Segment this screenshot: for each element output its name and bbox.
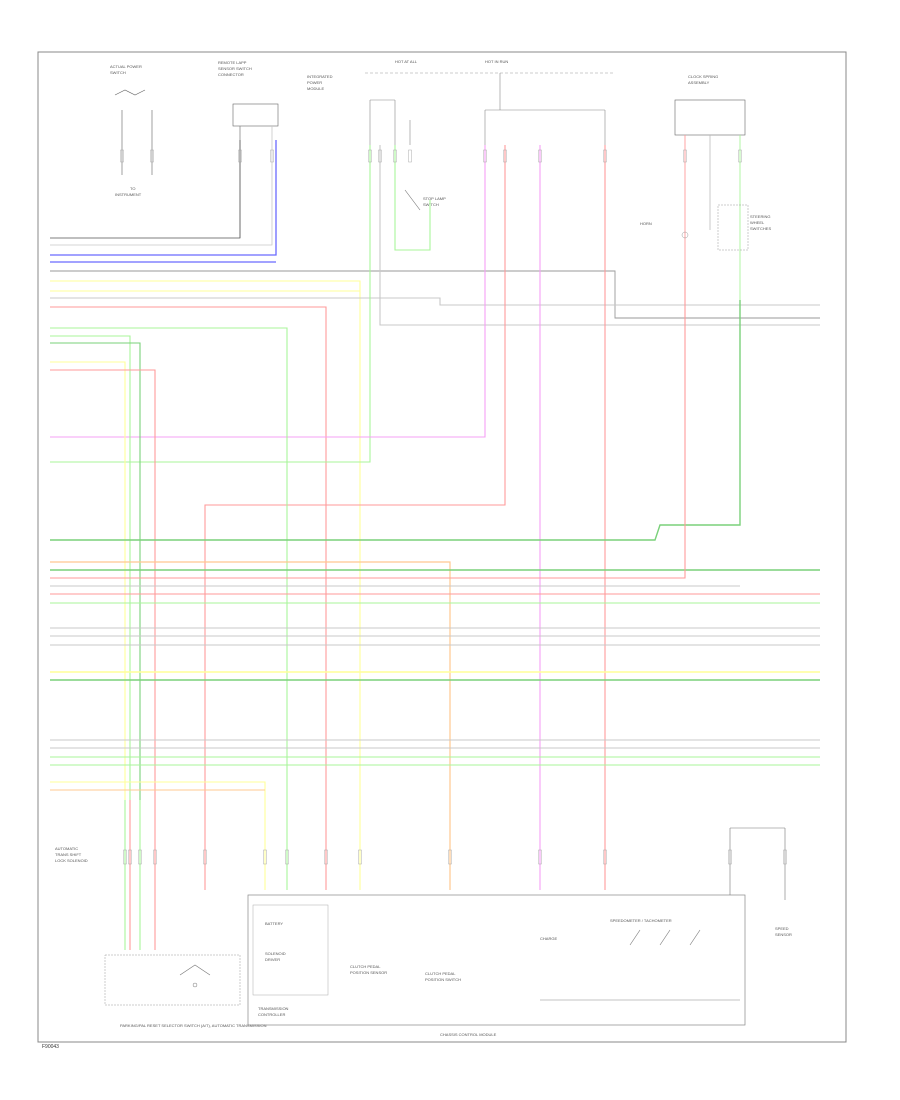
wire-20 [50,361,126,800]
connector-tick [150,149,154,163]
svg-text:CLOCK SPRING: CLOCK SPRING [688,74,718,79]
svg-text:LOCK SOLENOID: LOCK SOLENOID [55,858,88,863]
connector-tick [603,149,607,163]
svg-text:CLUTCH PEDAL: CLUTCH PEDAL [425,971,456,976]
svg-text:SOLENOID: SOLENOID [265,951,286,956]
connector-tick [138,849,142,865]
diagram-border [37,51,847,1043]
connector-tick [120,149,124,163]
svg-text:POWER: POWER [307,80,322,85]
wire-2 [50,126,273,246]
wire-9 [50,306,327,890]
connector-tick [483,149,487,163]
wire-17 [50,327,288,890]
right-fuse-group [484,73,606,145]
wire-22 [50,300,741,541]
svg-text:SWITCHES: SWITCHES [750,226,771,231]
wire-1 [50,140,241,239]
connector-tick [448,849,452,865]
connector-tick [238,149,242,163]
svg-text:CONTROLLER: CONTROLLER [258,1012,285,1017]
wire-10 [379,145,820,326]
svg-text:STEERING: STEERING [750,214,770,219]
connector-tick [378,149,382,163]
connector-tick [123,849,127,865]
svg-text:SWITCH: SWITCH [423,202,439,207]
wire-38 [50,781,266,890]
wire-8 [50,297,820,306]
svg-text:CLUTCH PEDAL: CLUTCH PEDAL [350,964,381,969]
svg-text:POSITION SWITCH: POSITION SWITCH [425,977,461,982]
right-bottom-sensor: SPEED SENSOR [729,827,792,937]
svg-text:DRIVER: DRIVER [265,957,280,962]
svg-text:CONNECTOR: CONNECTOR [218,72,244,77]
svg-text:CHARGE: CHARGE [540,936,557,941]
connector-tick [358,849,362,865]
svg-text:SPEEDOMETER / TACHOMETER: SPEEDOMETER / TACHOMETER [610,918,672,923]
connector-tick [393,149,397,163]
wire-19 [50,342,141,800]
connector-tick [153,849,157,865]
svg-text:SWITCH: SWITCH [110,70,126,75]
wire-11 [394,145,431,251]
wire-14 [204,145,506,890]
left-bottom-caption: PARKING/PAL RESET SELECTOR SWITCH (A/T),… [120,1023,267,1028]
wire-23 [50,561,451,890]
connector-tick [203,849,207,865]
svg-text:MODULE: MODULE [307,86,324,91]
bottom-caption: CHASSIS CONTROL MODULE [440,1032,497,1037]
svg-text:SENSOR: SENSOR [775,932,792,937]
svg-text:AUTOMATIC: AUTOMATIC [55,846,78,851]
svg-text:HORN: HORN [640,221,652,226]
wire-3 [50,140,277,256]
connector-tick [324,849,328,865]
connector-tick [368,149,372,163]
chassis-control-module: BATTERY SOLENOID DRIVER TRANSMISSION CON… [247,894,746,1037]
connector-tick [263,849,267,865]
svg-text:BATTERY: BATTERY [265,921,283,926]
svg-text:TRANSMISSION: TRANSMISSION [258,1006,289,1011]
connector-tick [738,149,742,163]
svg-text:SENSOR SWITCH: SENSOR SWITCH [218,66,252,71]
svg-text:HOT IN RUN: HOT IN RUN [485,59,508,64]
connector-tick [538,149,542,163]
connector-tick [270,149,274,163]
connector-tick [683,149,687,163]
svg-text:SPEED: SPEED [775,926,789,931]
footer-code: F90043 [42,1044,59,1050]
wire-12 [50,145,371,463]
top-left-switch: ACTUAL POWER SWITCH TO INSTRUMENT [110,64,153,197]
wire-13 [50,145,486,438]
top-left-module: REMOTE LAPP SENSOR SWITCH CONNECTOR [218,60,279,238]
svg-text:ASSEMBLY: ASSEMBLY [688,80,710,85]
svg-text:HOT AT ALL: HOT AT ALL [395,59,418,64]
svg-text:POSITION SENSOR: POSITION SENSOR [350,970,387,975]
wire-group [50,126,820,950]
wire-25 [50,270,686,579]
svg-text:WHEEL: WHEEL [750,220,765,225]
connector-tick [128,849,132,865]
svg-text:STOP LAMP: STOP LAMP [423,196,446,201]
top-right-module: CLOCK SPRING ASSEMBLY STEERING WHEEL SWI… [640,74,771,300]
wire-6 [50,280,361,890]
connector-tick [285,849,289,865]
wire-18 [50,335,131,800]
svg-text:REMOTE LAPP: REMOTE LAPP [218,60,247,65]
svg-text:TO: TO [130,186,135,191]
connector-tick [503,149,507,163]
connector-tick [603,849,607,865]
svg-text:INSTRUMENT: INSTRUMENT [115,192,142,197]
left-bottom-switch: AUTOMATIC TRANS SHIFT LOCK SOLENOID PARK… [55,846,267,1028]
svg-text:INTEGRATED: INTEGRATED [307,74,333,79]
svg-text:TRANS SHIFT: TRANS SHIFT [55,852,82,857]
connector-tick [408,149,412,163]
wire-5 [50,270,820,319]
connector-tick [538,849,542,865]
wire-21 [50,369,156,800]
svg-text:ACTUAL POWER: ACTUAL POWER [110,64,142,69]
center-fuse-group: INTEGRATED POWER MODULE STOP LAMP SWITCH [307,74,446,211]
